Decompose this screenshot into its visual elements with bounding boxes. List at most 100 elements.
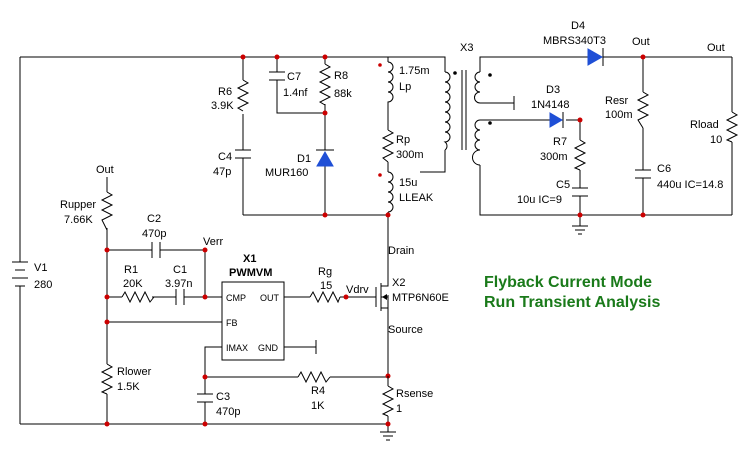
resistor-r4[interactable]: R4 1K <box>297 370 331 412</box>
title-line2: Run Transient Analysis <box>484 294 660 311</box>
inductor-lp[interactable]: 1.75m Lp <box>378 61 430 104</box>
v1-source[interactable]: V1 280 <box>12 261 52 291</box>
lleak-ref: LLEAK <box>399 192 434 204</box>
resistor-rupper[interactable]: Rupper 7.66K <box>60 191 114 231</box>
x2-value: MTP6N60E <box>392 292 449 304</box>
resistor-r1[interactable]: R1 20K <box>121 264 155 304</box>
r8-ref: R8 <box>334 70 348 82</box>
d3-ref: D3 <box>546 84 560 96</box>
x2-ref: X2 <box>392 277 405 289</box>
x1-pin-imax: IMAX <box>226 343 248 353</box>
rupper-ref: Rupper <box>60 199 96 211</box>
resr-ref: Resr <box>605 95 629 107</box>
net-out-d4: Out <box>632 36 650 48</box>
r1-value: 20K <box>123 278 143 290</box>
ground-symbol-secondary <box>572 225 588 235</box>
v1-value: 280 <box>34 279 52 291</box>
rp-value: 300m <box>396 149 424 161</box>
r1-ref: R1 <box>124 264 138 276</box>
resistor-rp[interactable]: Rp 300m <box>381 129 424 163</box>
net-source: Source <box>388 324 423 336</box>
schematic-title: Flyback Current Mode Run Transient Analy… <box>484 274 660 311</box>
c7-value: 1.4nf <box>283 87 308 99</box>
rlower-value: 1.5K <box>117 381 140 393</box>
c5-value: 10u IC=9 <box>517 194 562 206</box>
capacitor-c1[interactable]: C1 3.97n <box>165 264 193 305</box>
rg-ref: Rg <box>318 266 332 278</box>
resistor-resr[interactable]: Resr 100m <box>605 91 650 129</box>
r7-value: 300m <box>540 151 568 163</box>
c2-value: 470p <box>142 228 166 240</box>
capacitor-c3[interactable]: C3 470p <box>197 391 240 418</box>
capacitor-c5[interactable]: C5 10u IC=9 <box>517 179 588 206</box>
resistor-r7[interactable]: R7 300m <box>540 136 587 171</box>
capacitor-c4[interactable]: C4 47p <box>213 149 251 178</box>
lleak-value: 15u <box>399 177 417 189</box>
c6-value: 440u IC=14.8 <box>657 179 723 191</box>
net-drain: Drain <box>388 245 414 257</box>
rlower-ref: Rlower <box>117 366 152 378</box>
title-line1: Flyback Current Mode <box>484 274 652 291</box>
wires <box>19 56 733 432</box>
inductor-lleak[interactable]: 15u LLEAK <box>378 171 434 213</box>
net-verr: Verr <box>203 236 224 248</box>
r7-ref: R7 <box>553 136 567 148</box>
net-labels: Out Out Out Verr Vdrv Drain Source <box>96 36 725 336</box>
resistor-rg[interactable]: Rg 15 <box>309 266 341 304</box>
x1-pin-gnd: GND <box>258 343 279 353</box>
c1-ref: C1 <box>173 264 187 276</box>
c4-value: 47p <box>213 166 231 178</box>
net-vdrv: Vdrv <box>346 284 369 296</box>
transformer-x3[interactable]: X3 <box>443 42 515 166</box>
pwm-controller-x1[interactable]: X1 PWMVM CMP OUT FB IMAX GND <box>221 253 317 361</box>
c2-ref: C2 <box>147 213 161 225</box>
rp-ref: Rp <box>396 134 410 146</box>
c6-ref: C6 <box>657 163 671 175</box>
c1-value: 3.97n <box>165 278 193 290</box>
r4-ref: R4 <box>311 385 325 397</box>
rload-value: 10 <box>710 134 722 146</box>
d4-ref: D4 <box>571 20 585 32</box>
r8-value: 88k <box>334 88 352 100</box>
c5-ref: C5 <box>556 179 570 191</box>
c7-ref: C7 <box>287 71 301 83</box>
ground-symbol-primary <box>380 431 396 441</box>
r4-value: 1K <box>311 400 325 412</box>
lp-ref: Lp <box>399 81 411 93</box>
x1-ref: X1 <box>243 253 256 265</box>
x1-pin-cmp: CMP <box>226 293 246 303</box>
lp-value: 1.75m <box>399 65 430 77</box>
d4-value: MBRS340T3 <box>543 35 606 47</box>
diode-d4[interactable]: D4 MBRS340T3 <box>543 20 612 66</box>
c3-ref: C3 <box>216 391 230 403</box>
d1-ref: D1 <box>297 153 311 165</box>
resistor-r6[interactable]: R6 3.9K <box>211 79 250 112</box>
resr-value: 100m <box>605 109 633 121</box>
resistor-rsense[interactable]: Rsense 1 <box>381 376 433 417</box>
rload-ref: Rload <box>690 119 719 131</box>
c4-ref: C4 <box>218 151 232 163</box>
diode-d1[interactable]: D1 MUR160 <box>265 149 334 179</box>
resistor-rload[interactable]: Rload 10 <box>690 111 739 146</box>
c3-value: 470p <box>216 406 240 418</box>
x1-pin-fb: FB <box>226 318 238 328</box>
resistor-r8[interactable]: R8 88k <box>318 63 352 106</box>
rg-value: 15 <box>320 280 332 292</box>
d1-value: MUR160 <box>265 167 308 179</box>
capacitor-c2[interactable]: C2 470p <box>142 213 166 258</box>
x3-ref: X3 <box>460 42 473 54</box>
rsense-value: 1 <box>396 403 402 415</box>
diode-d3[interactable]: D3 1N4148 <box>531 84 570 128</box>
d3-value: 1N4148 <box>531 99 570 111</box>
v1-ref: V1 <box>34 262 47 274</box>
resistor-rlower[interactable]: Rlower 1.5K <box>100 363 152 395</box>
mosfet-x2[interactable]: X2 MTP6N60E <box>375 263 449 311</box>
r6-ref: R6 <box>218 86 232 98</box>
capacitor-c7[interactable]: C7 1.4nf <box>269 71 308 99</box>
rsense-ref: Rsense <box>396 388 433 400</box>
capacitor-c6[interactable]: C6 440u IC=14.8 <box>635 163 723 191</box>
net-out-left: Out <box>96 164 114 176</box>
net-out-right: Out <box>707 42 725 54</box>
